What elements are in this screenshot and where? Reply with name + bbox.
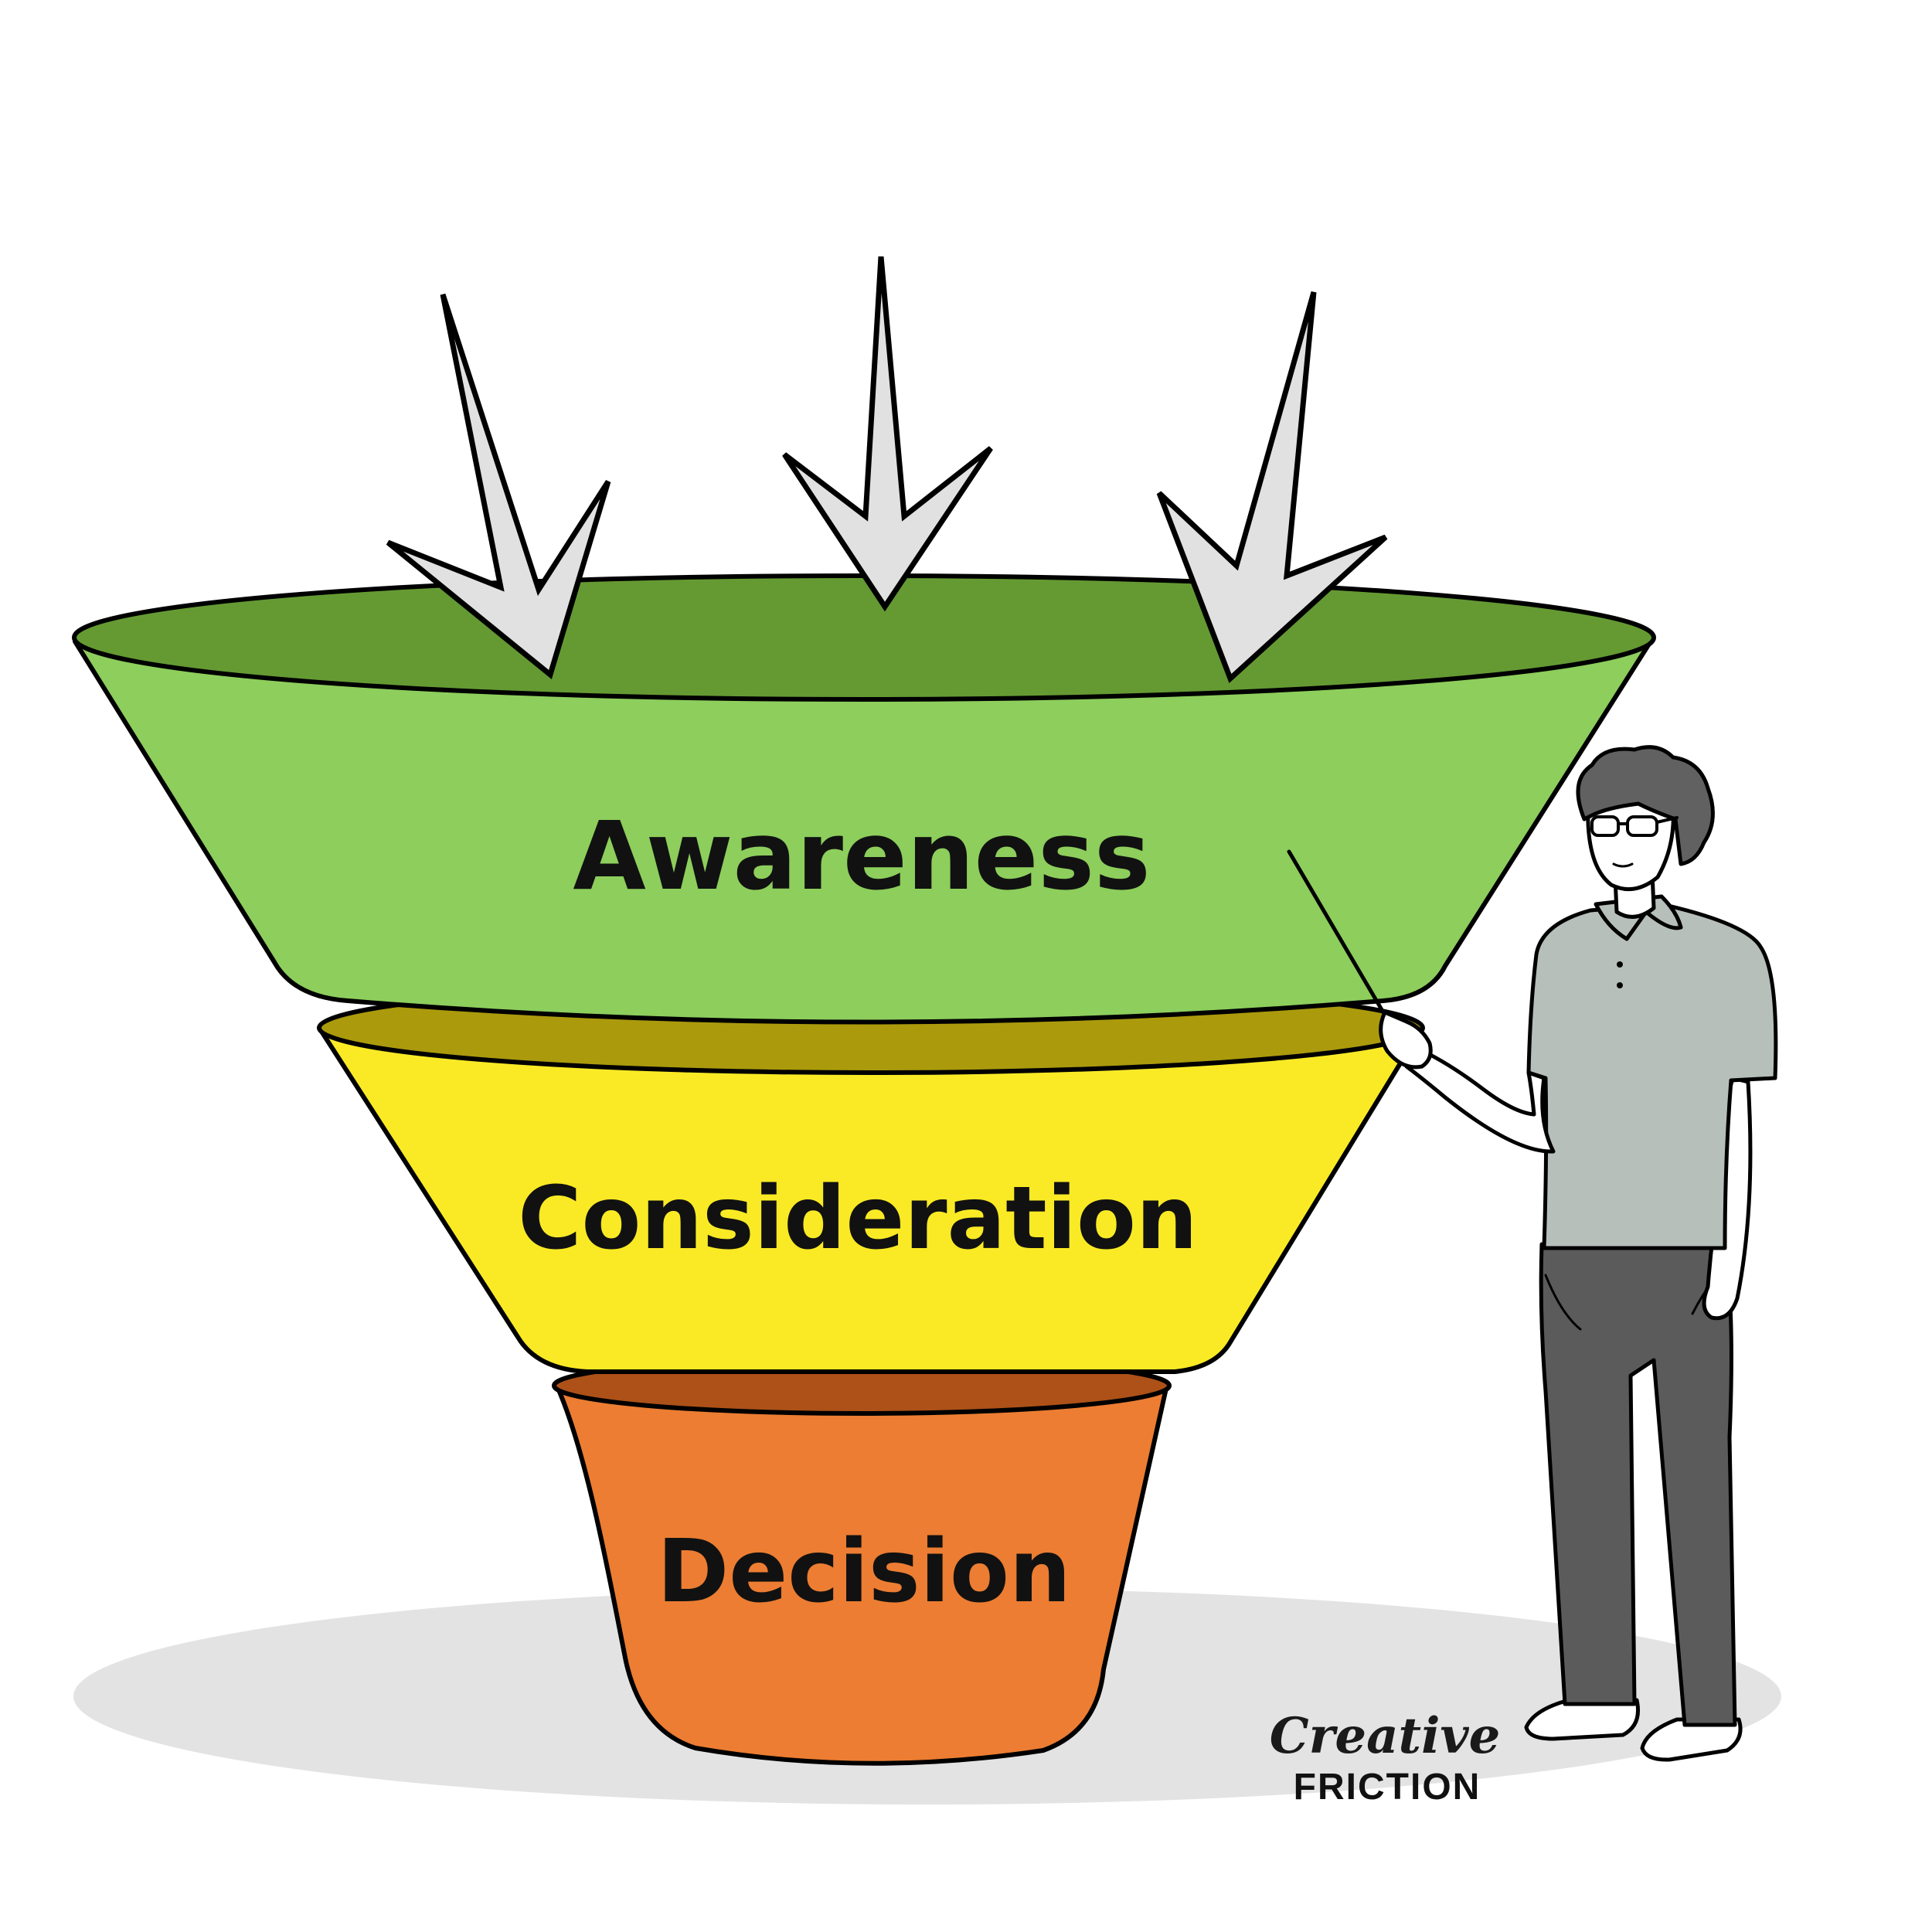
consideration-body xyxy=(317,1026,1424,1374)
right-shoe xyxy=(1640,1717,1743,1762)
awareness-rim xyxy=(72,573,1656,702)
arrow-down-icon xyxy=(1156,291,1388,684)
decision-body xyxy=(554,1383,1169,1766)
glasses-icon xyxy=(1590,815,1679,837)
inflow-arrows xyxy=(386,256,1388,684)
creative-friction-logo: Creative FRICTION xyxy=(1270,1707,1501,1808)
stage-label-awareness: Awareness xyxy=(573,801,1150,911)
awareness-body xyxy=(73,639,1653,1025)
arrow-down-icon xyxy=(782,256,993,612)
funnel-stage-consideration: Consideration xyxy=(317,981,1425,1374)
pointer-stick xyxy=(1287,849,1386,1015)
left-shoe xyxy=(1524,1698,1640,1741)
hair xyxy=(1576,745,1715,866)
shirt-button xyxy=(1617,982,1623,988)
funnel-stage-decision: Decision xyxy=(552,1355,1172,1766)
mouth xyxy=(1612,862,1634,868)
arrow-down-icon xyxy=(386,293,611,680)
stage-label-decision: Decision xyxy=(657,1522,1070,1622)
pointing-hand xyxy=(1379,1010,1433,1070)
funnel-stage-awareness: Awareness xyxy=(72,573,1656,1025)
presenter-person xyxy=(1287,745,1778,1762)
shirt xyxy=(1526,902,1778,1250)
stage-label-consideration: Consideration xyxy=(518,1168,1197,1269)
shirt-button xyxy=(1617,961,1623,968)
logo-bold-text: FRICTION xyxy=(1294,1767,1481,1808)
logo-script-text: Creative xyxy=(1270,1707,1501,1765)
